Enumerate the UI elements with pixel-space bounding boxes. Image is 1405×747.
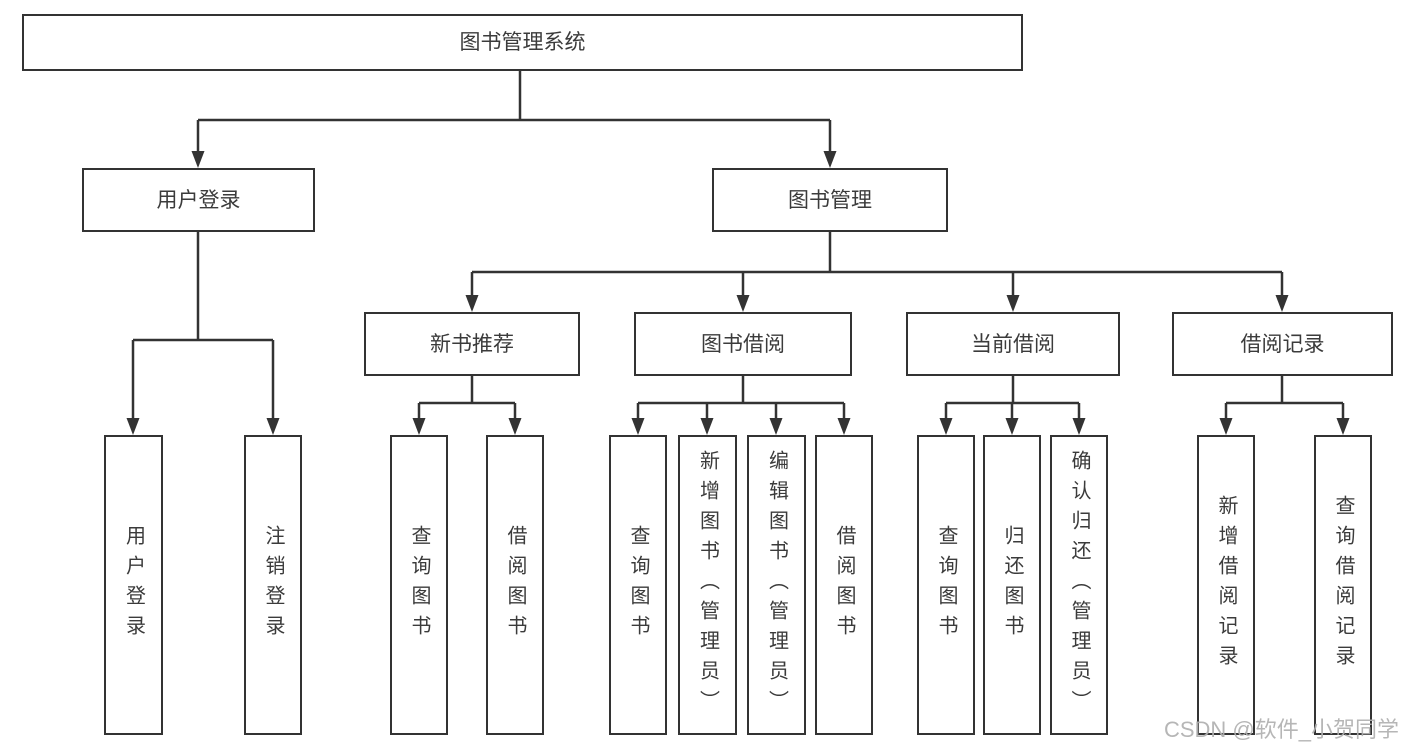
node-book-management: 图书管理	[712, 168, 948, 232]
leaf-query-books-2-label: 查询图书	[627, 525, 649, 645]
leaf-add-book-admin-label: 新增图书（管理员）	[696, 450, 719, 720]
node-user-login-label: 用户登录	[156, 188, 241, 212]
leaf-query-books-3: 查询图书	[917, 435, 975, 735]
leaf-query-books-2: 查询图书	[609, 435, 667, 735]
node-root-label: 图书管理系统	[459, 31, 586, 54]
leaf-edit-book-admin: 编辑图书（管理员）	[747, 435, 806, 735]
connector-line	[417, 376, 517, 425]
node-user-login: 用户登录	[82, 168, 315, 232]
leaf-edit-book-admin-label: 编辑图书（管理员）	[765, 450, 788, 720]
leaf-borrow-books-1-label: 借阅图书	[504, 525, 526, 645]
arrowhead-icon	[266, 418, 280, 435]
connector-line	[636, 376, 846, 425]
connector-line	[131, 232, 275, 425]
leaf-logout: 注销登录	[244, 435, 302, 735]
arrowhead-icon	[191, 151, 205, 168]
leaf-query-books-1-label: 查询图书	[408, 525, 430, 645]
node-book-borrow: 图书借阅	[634, 312, 852, 376]
arrowhead-icon	[1005, 418, 1019, 435]
arrowhead-icon	[1072, 418, 1086, 435]
arrowhead-icon	[939, 418, 953, 435]
leaf-user-login-label: 用户登录	[122, 525, 145, 645]
watermark: CSDN @软件_小贺同学	[1163, 717, 1399, 742]
leaf-query-books-3-label: 查询图书	[935, 525, 957, 645]
leaf-query-borrow-record-label: 查询借阅记录	[1332, 495, 1354, 675]
connector-line	[196, 71, 832, 158]
leaf-add-book-admin: 新增图书（管理员）	[678, 435, 737, 735]
arrowhead-icon	[736, 295, 750, 312]
leaf-return-books-label: 归还图书	[1001, 525, 1023, 645]
arrowhead-icon	[1219, 418, 1233, 435]
arrowhead-icon	[769, 418, 783, 435]
arrowhead-icon	[700, 418, 714, 435]
leaf-confirm-return-admin-label: 确认归还（管理员）	[1068, 450, 1090, 720]
leaf-logout-label: 注销登录	[262, 525, 284, 645]
connector-line	[944, 376, 1081, 425]
arrowhead-icon	[1275, 295, 1289, 312]
leaf-query-borrow-record: 查询借阅记录	[1314, 435, 1372, 735]
node-book-management-label: 图书管理	[788, 188, 872, 212]
arrowhead-icon	[412, 418, 426, 435]
arrowhead-icon	[631, 418, 645, 435]
node-borrow-records-label: 借阅记录	[1240, 332, 1325, 356]
node-current-borrow-label: 当前借阅	[971, 332, 1055, 356]
connector-line	[1224, 376, 1345, 425]
node-new-book-recommend: 新书推荐	[364, 312, 580, 376]
leaf-borrow-books-2: 借阅图书	[815, 435, 873, 735]
node-borrow-records: 借阅记录	[1172, 312, 1393, 376]
node-new-book-recommend-label: 新书推荐	[430, 332, 514, 356]
arrowhead-icon	[837, 418, 851, 435]
arrowhead-icon	[823, 151, 837, 168]
leaf-user-login: 用户登录	[104, 435, 163, 735]
arrowhead-icon	[508, 418, 522, 435]
leaf-add-borrow-record-label: 新增借阅记录	[1215, 495, 1237, 675]
node-book-borrow-label: 图书借阅	[701, 332, 785, 356]
node-current-borrow: 当前借阅	[906, 312, 1120, 376]
arrowhead-icon	[1336, 418, 1350, 435]
node-root: 图书管理系统	[22, 14, 1023, 71]
leaf-query-books-1: 查询图书	[390, 435, 448, 735]
connector-line	[470, 232, 1284, 302]
arrowhead-icon	[465, 295, 479, 312]
leaf-add-borrow-record: 新增借阅记录	[1197, 435, 1255, 735]
leaf-return-books: 归还图书	[983, 435, 1041, 735]
arrowhead-icon	[126, 418, 140, 435]
arrowhead-icon	[1006, 295, 1020, 312]
leaf-borrow-books-2-label: 借阅图书	[833, 525, 855, 645]
leaf-confirm-return-admin: 确认归还（管理员）	[1050, 435, 1108, 735]
leaf-borrow-books-1: 借阅图书	[486, 435, 544, 735]
